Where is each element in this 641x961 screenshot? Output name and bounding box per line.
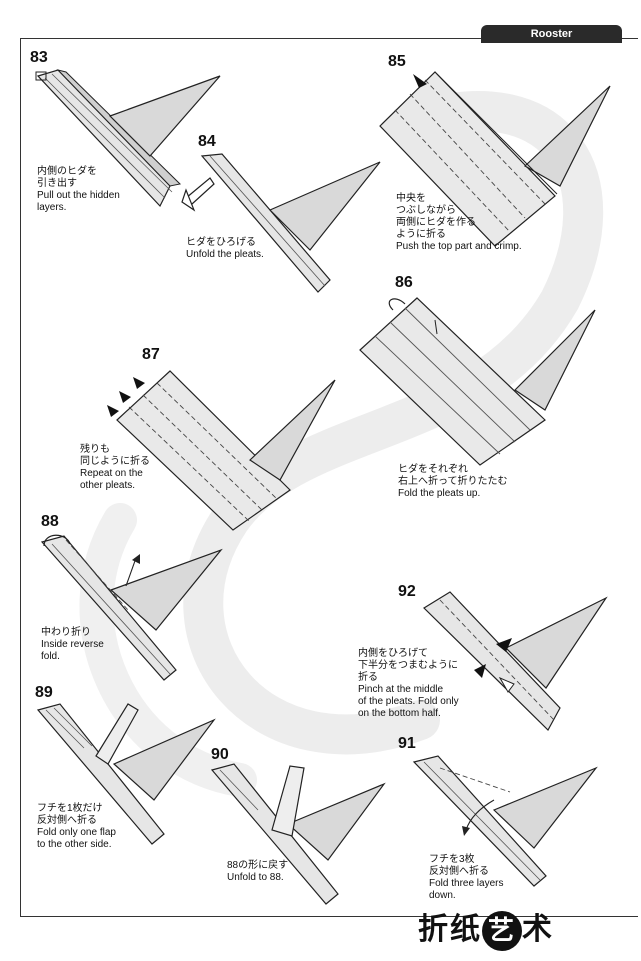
step-91-number: 91: [398, 735, 416, 752]
step-87-diagram: [107, 370, 336, 531]
step-86-diagram: [359, 297, 596, 466]
step-85-caption: 中央を つぶしながら 両側にヒダを作る ように折る Push the top p…: [396, 193, 522, 252]
watermark-char: 术: [522, 912, 554, 947]
step-88-diagram: [40, 534, 223, 681]
step-84-diagram: [181, 153, 381, 293]
section-tab: Rooster: [481, 25, 622, 43]
page-frame-bottom: [20, 916, 638, 917]
step-91-caption: フチを3枚 反対側へ折る Fold three layers down.: [429, 854, 504, 901]
step-84-caption: ヒダをひろげる Unfold the pleats.: [186, 237, 264, 260]
step-85-diagram: [379, 71, 611, 247]
step-83-number: 83: [30, 49, 48, 66]
step-85-number: 85: [388, 53, 406, 70]
step-83-caption: 内側のヒダを 引き出す Pull out the hidden layers.: [37, 166, 120, 213]
watermark-char: 折: [418, 912, 450, 947]
watermark-char-ring: 艺: [482, 910, 522, 951]
step-90-diagram: [210, 763, 386, 905]
step-92-caption: 内側をひろげて 下半分をつまむように 折る Pinch at the middl…: [358, 648, 459, 719]
step-87-caption: 残りも 同じように折る Repeat on the other pleats.: [80, 444, 150, 491]
step-90-number: 90: [211, 746, 229, 763]
step-89-diagram: [36, 703, 216, 845]
step-92-number: 92: [398, 583, 416, 600]
step-91-diagram: [412, 755, 598, 887]
page-frame-top: [20, 38, 638, 39]
step-86-number: 86: [395, 274, 413, 291]
step-83-diagram: [35, 69, 221, 208]
step-84-number: 84: [198, 133, 216, 150]
step-88-number: 88: [41, 513, 59, 530]
step-87-number: 87: [142, 346, 160, 363]
step-86-caption: ヒダをそれぞれ 右上へ折って折りたたむ Fold the pleats up.: [398, 464, 508, 499]
step-89-caption: フチを1枚だけ 反対側へ折る Fold only one flap to the…: [37, 803, 116, 850]
step-88-caption: 中わり折り Inside reverse fold.: [41, 627, 104, 662]
watermark-logo: 折纸艺术: [418, 904, 554, 951]
step-89-number: 89: [35, 684, 53, 701]
watermark-char: 纸: [450, 912, 482, 947]
step-92-diagram: [423, 591, 608, 731]
page-frame-left: [20, 38, 21, 916]
step-90-caption: 88の形に戻す Unfold to 88.: [227, 860, 289, 883]
